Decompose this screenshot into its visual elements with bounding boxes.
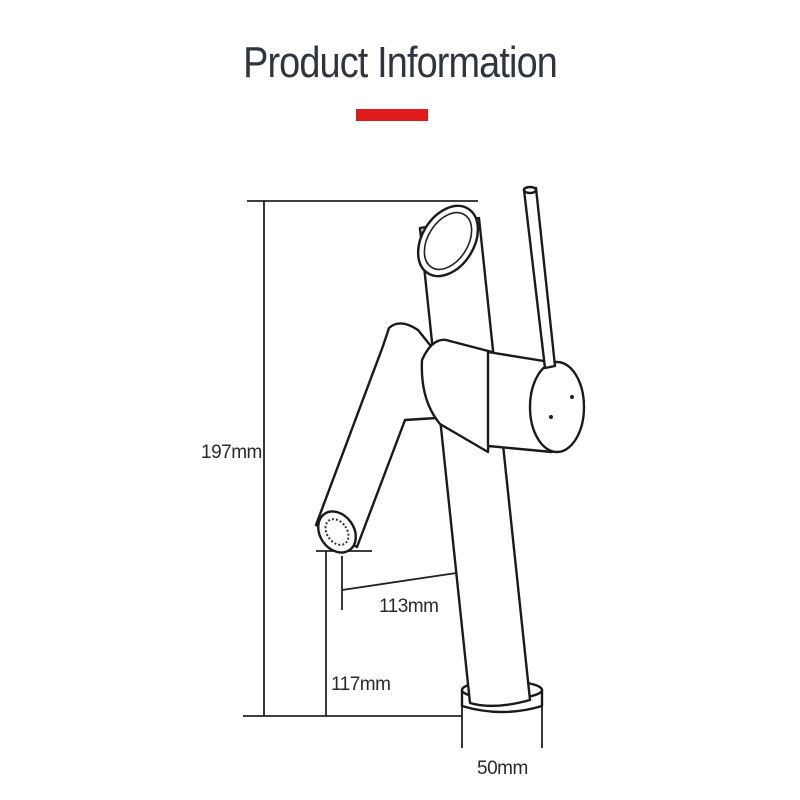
dimension-base-diameter	[461, 704, 543, 748]
title-underline-bar	[356, 109, 428, 121]
page-title: Product Information	[243, 38, 558, 87]
label-spout-reach: 113mm	[379, 596, 438, 617]
faucet-column	[418, 216, 532, 708]
aerator-mesh-icon	[324, 518, 350, 546]
label-base-diameter: 50mm	[477, 758, 528, 779]
label-spout-height: 117mm	[331, 674, 390, 695]
dimension-total-height	[243, 200, 478, 717]
faucet-top-opening	[416, 204, 480, 278]
handle-screw-icon	[549, 415, 553, 419]
handle-lever-tip	[522, 185, 538, 195]
handle-screw-icon	[570, 395, 574, 399]
faucet-top-opening-inner	[423, 211, 473, 271]
label-total-height: 197mm	[201, 442, 262, 463]
handle-lever	[522, 186, 557, 370]
faucet-hub	[420, 338, 494, 454]
faucet-body	[314, 185, 586, 714]
handle-cap	[528, 360, 586, 454]
